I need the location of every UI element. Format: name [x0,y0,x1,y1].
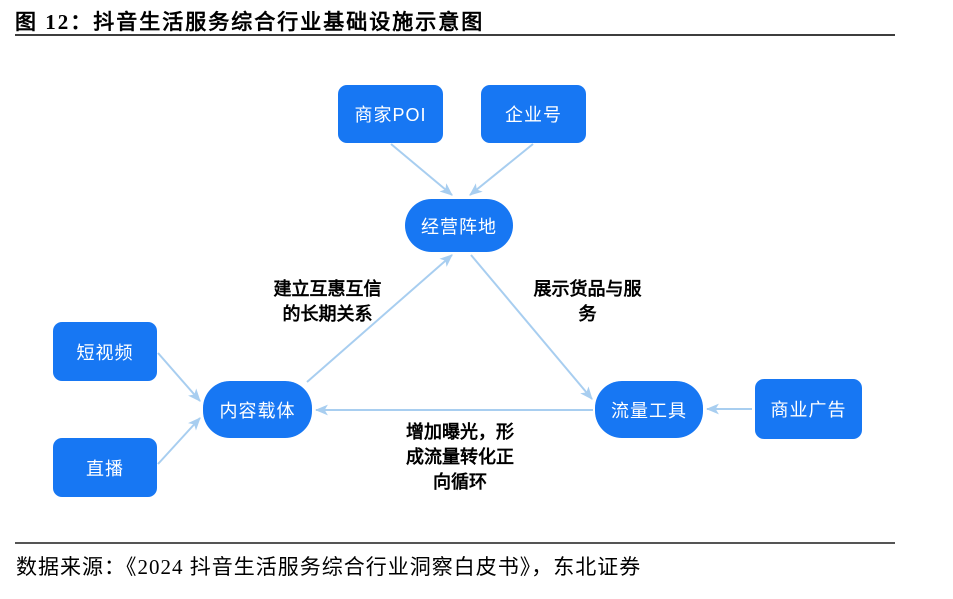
node-merchant-poi-label: 商家POI [354,105,427,125]
node-commercial-ads-label: 商业广告 [770,400,847,420]
node-enterprise-account-label: 企业号 [505,105,562,125]
node-content-carrier: 内容载体 [203,381,312,438]
node-short-video-label: 短视频 [76,342,134,363]
node-live-stream: 直播 [53,438,157,497]
edge-short-video-to-content-carrier [157,352,201,402]
source-rule [15,542,895,544]
node-live-stream-label: 直播 [86,458,124,479]
edge-enterprise-account-to-operating-base [469,143,534,196]
node-operating-base-label: 经营阵地 [421,216,497,237]
edge-label-trust-relationship: 建立互惠互信 的长期关系 [273,279,382,325]
edge-label-show-goods-services: 展示货品与服 务 [533,279,642,325]
node-traffic-tools: 流量工具 [595,381,703,438]
edge-merchant-poi-to-operating-base [390,143,453,196]
node-enterprise-account: 企业号 [481,85,586,143]
node-commercial-ads: 商业广告 [755,379,862,439]
node-short-video: 短视频 [53,322,157,381]
edge-live-stream-to-content-carrier [157,417,201,465]
edge-label-exposure-conversion-loop: 增加曝光，形 成流量转化正 向循环 [406,422,514,493]
title-rule [15,34,895,36]
node-merchant-poi: 商家POI [338,85,443,143]
figure-source: 数据来源：《2024 抖音生活服务综合行业洞察白皮书》，东北证券 [16,555,642,579]
node-content-carrier-label: 内容载体 [219,400,296,421]
node-operating-base: 经营阵地 [405,199,513,252]
figure-title: 图 12：抖音生活服务综合行业基础设施示意图 [15,10,485,34]
node-traffic-tools-label: 流量工具 [611,400,687,421]
